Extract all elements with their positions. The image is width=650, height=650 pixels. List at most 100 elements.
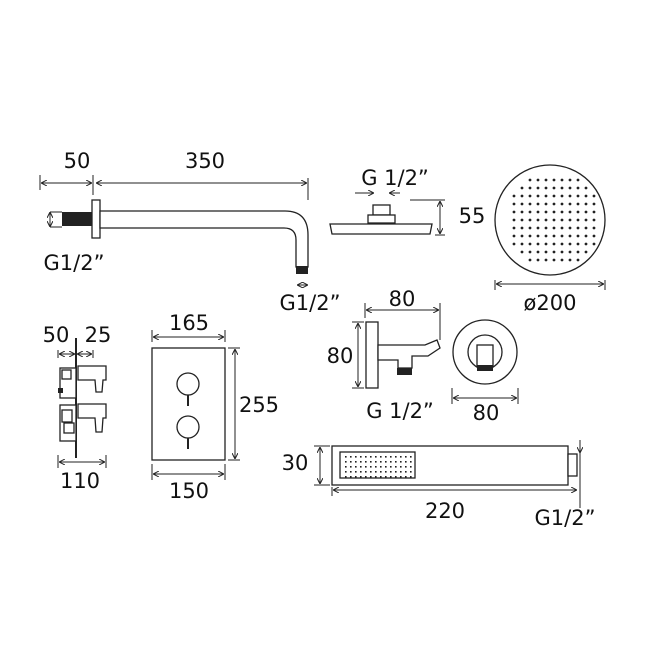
nozzle-dot xyxy=(520,250,524,254)
nozzle-dot xyxy=(528,226,532,230)
nozzle-dot xyxy=(592,202,596,206)
nozzle-dot xyxy=(552,194,556,198)
nozzle-dot xyxy=(536,234,540,238)
nozzle-dot xyxy=(552,202,556,206)
nozzle-dot xyxy=(536,202,540,206)
nozzle-dot xyxy=(536,178,540,182)
handset-nozzle xyxy=(410,466,412,468)
handset-nozzle xyxy=(360,476,362,478)
nozzle-dot xyxy=(584,210,588,214)
handset-nozzle xyxy=(375,471,377,473)
handset-nozzle xyxy=(380,456,382,458)
nozzle-dot xyxy=(552,210,556,214)
valve-plate: 165 255 150 xyxy=(151,311,279,503)
nozzle-dot xyxy=(568,226,572,230)
nozzle-dot xyxy=(568,234,572,238)
nozzle-dot xyxy=(520,194,524,198)
nozzle-dot xyxy=(544,250,548,254)
nozzle-dot xyxy=(576,218,580,222)
nozzle-dot xyxy=(520,234,524,238)
nozzle-dot xyxy=(512,202,516,206)
nozzle-dot xyxy=(520,210,524,214)
nozzle-dot xyxy=(528,242,532,246)
outlet-thread-label: G 1/2” xyxy=(366,399,434,423)
nozzle-dot xyxy=(568,178,572,182)
nozzle-dot xyxy=(592,194,596,198)
valve-depth-label: 50 xyxy=(43,323,70,347)
handset-nozzle xyxy=(365,466,367,468)
nozzle-dot xyxy=(560,186,564,190)
nozzle-dot xyxy=(584,242,588,246)
handset-nozzle xyxy=(405,456,407,458)
outlet-front-width-label: 80 xyxy=(473,401,500,425)
handset-nozzle xyxy=(375,476,377,478)
handset-nozzle xyxy=(345,466,347,468)
nozzle-dot xyxy=(576,210,580,214)
nozzle-dot xyxy=(528,210,532,214)
nozzle-dot xyxy=(560,226,564,230)
nozzle-dot xyxy=(520,218,524,222)
nozzle-dot xyxy=(544,202,548,206)
handset-nozzle xyxy=(410,471,412,473)
handset-nozzle xyxy=(385,461,387,463)
handset-nozzle xyxy=(345,456,347,458)
handset-nozzle xyxy=(390,461,392,463)
nozzle-dot xyxy=(544,218,548,222)
nozzle-dot xyxy=(528,186,532,190)
valve-side: 50 25 110 xyxy=(43,323,112,493)
nozzle-dot xyxy=(536,250,540,254)
handset-diameter-label: 30 xyxy=(282,451,309,475)
nozzle-dot xyxy=(568,202,572,206)
nozzle-dot xyxy=(512,210,516,214)
outlet-height-label: 80 xyxy=(327,344,354,368)
nozzle-dot xyxy=(536,226,540,230)
nozzle-dot xyxy=(568,210,572,214)
nozzle-dot xyxy=(520,226,524,230)
plate-height-label: 255 xyxy=(239,393,279,417)
nozzle-dot xyxy=(560,194,564,198)
handset-nozzle xyxy=(370,456,372,458)
handset-nozzle xyxy=(395,461,397,463)
shower-arm: 50 350 G1/2” G1/2” xyxy=(39,149,341,315)
nozzle-dot xyxy=(576,242,580,246)
plate-width-label: 165 xyxy=(169,311,209,335)
nozzle-dot xyxy=(576,258,580,262)
nozzle-dot xyxy=(584,226,588,230)
nozzle-dot xyxy=(576,226,580,230)
handset-nozzle xyxy=(355,471,357,473)
nozzle-dot xyxy=(592,210,596,214)
nozzle-dot xyxy=(592,234,596,238)
handset-nozzle xyxy=(365,476,367,478)
nozzle-dot xyxy=(560,258,564,262)
nozzle-dot xyxy=(560,234,564,238)
nozzle-dot xyxy=(512,242,516,246)
nozzle-dot xyxy=(584,194,588,198)
handset-nozzle xyxy=(370,466,372,468)
nozzle-dot xyxy=(512,218,516,222)
nozzle-dot xyxy=(528,234,532,238)
nozzle-dot xyxy=(552,186,556,190)
nozzle-dot xyxy=(544,210,548,214)
nozzle-dot xyxy=(584,218,588,222)
nozzle-dot xyxy=(528,258,532,262)
nozzle-dot xyxy=(544,186,548,190)
handset-nozzle xyxy=(375,456,377,458)
nozzle-dot xyxy=(544,258,548,262)
nozzle-dot xyxy=(592,218,596,222)
nozzle-dot xyxy=(552,226,556,230)
valve-projection-label: 25 xyxy=(85,323,112,347)
nozzle-dot xyxy=(520,242,524,246)
nozzle-dot xyxy=(576,194,580,198)
handset-nozzle xyxy=(360,466,362,468)
nozzle-dot xyxy=(512,194,516,198)
handset-nozzle xyxy=(385,471,387,473)
valve-total-label: 110 xyxy=(60,469,100,493)
handset-nozzle xyxy=(385,466,387,468)
handset-nozzle xyxy=(350,456,352,458)
handset-length-label: 220 xyxy=(425,499,465,523)
handset-nozzle xyxy=(390,471,392,473)
nozzle-dot xyxy=(544,178,548,182)
nozzle-dot xyxy=(552,250,556,254)
arm-outlet-thread: G1/2” xyxy=(280,291,341,315)
